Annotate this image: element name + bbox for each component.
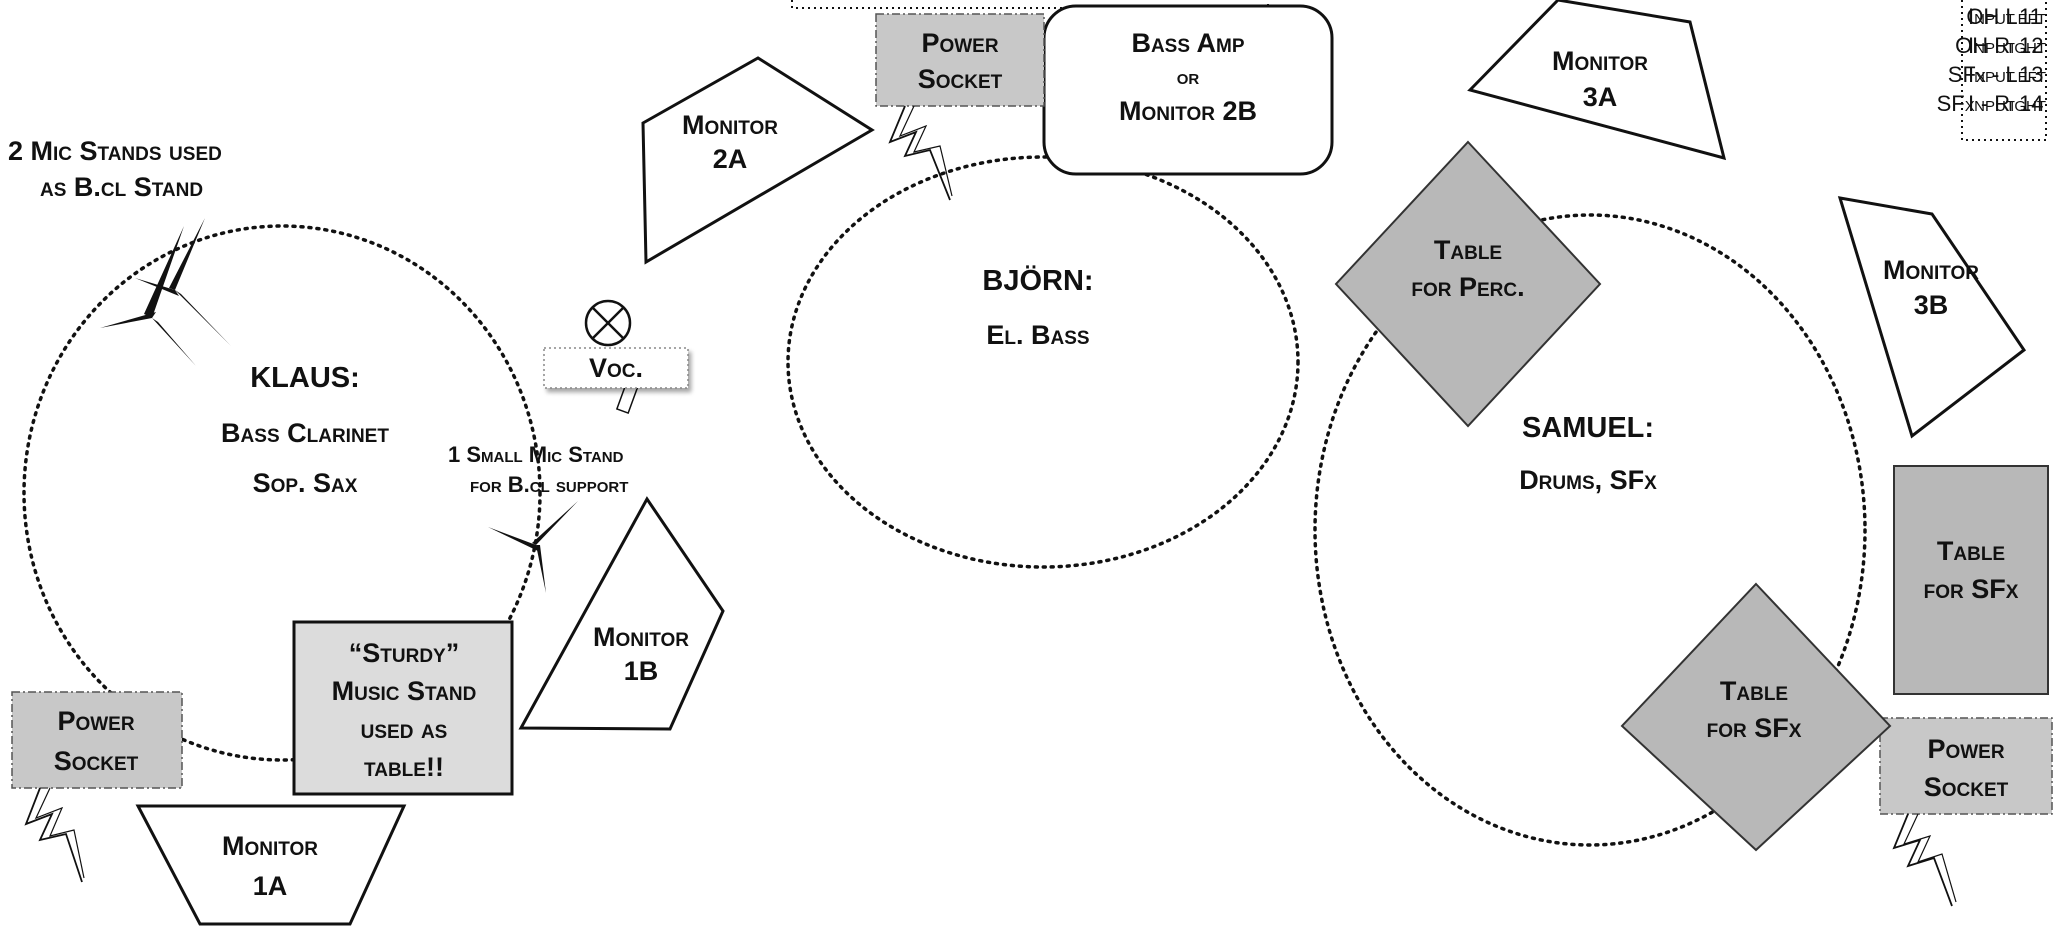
monitor-3b: Monitor 3B bbox=[1837, 196, 2027, 439]
input-row: Input 11 OH Left bbox=[1966, 4, 2046, 29]
table-sfx-label-2: for SFx bbox=[1707, 713, 1802, 743]
input-label: Input bbox=[1968, 4, 2015, 29]
power-socket-label-1: Power bbox=[921, 28, 998, 58]
music-stand-label-4: table!! bbox=[364, 752, 444, 782]
table-sfx-label-1: Table bbox=[1720, 676, 1788, 706]
monitor-3b-label-2: 3B bbox=[1914, 290, 1949, 320]
music-stand-label-3: used as bbox=[361, 714, 448, 744]
input-row: Input 13 SFx - Left bbox=[1948, 62, 2046, 87]
vocal-mic-label: Voc. bbox=[589, 353, 643, 383]
input-label: Input bbox=[1968, 33, 2015, 58]
music-stand-label-2: Music Stand bbox=[332, 676, 477, 706]
note-line: 1 Small Mic Stand bbox=[448, 442, 624, 467]
monitor-1b-label-2: 1B bbox=[624, 656, 659, 686]
power-socket-label-2: Socket bbox=[1924, 772, 2009, 802]
musician-name: BJÖRN: bbox=[982, 264, 1093, 297]
monitor-3a-label-2: 3A bbox=[1583, 82, 1618, 112]
monitor-1a-label-1: Monitor bbox=[222, 831, 318, 861]
table-perc-label-1: Table bbox=[1434, 235, 1502, 265]
input-number: 11 bbox=[2019, 4, 2042, 29]
input-list: Input 11 OH Left Input 12 OH Right Input… bbox=[1937, 0, 2047, 141]
musician-bjorn: BJÖRN: El. Bass bbox=[982, 264, 1093, 350]
mic-stand-icon bbox=[488, 501, 578, 593]
note-line: as B.cl Stand bbox=[40, 172, 203, 202]
input-row: Input 14 SFx - Right bbox=[1937, 91, 2046, 116]
monitor-2a: Monitor 2A bbox=[641, 56, 875, 265]
monitor-3b-label-1: Monitor bbox=[1883, 255, 1979, 285]
power-socket-right: Power Socket bbox=[1879, 717, 2053, 907]
input-label: Input bbox=[1968, 62, 2015, 87]
input-source: SFx - Right bbox=[1937, 91, 2046, 116]
monitor-2a-label-1: Monitor bbox=[682, 110, 778, 140]
power-socket-label-1: Power bbox=[1927, 734, 2004, 764]
bjorn-area bbox=[786, 155, 1300, 569]
note-mic-stands: 2 Mic Stands used as B.cl Stand bbox=[8, 136, 222, 202]
power-socket-label-2: Socket bbox=[54, 746, 139, 776]
power-socket-label-1: Power bbox=[57, 706, 134, 736]
mic-stand-icon bbox=[100, 226, 196, 366]
table-sfx-diamond: Table for SFx bbox=[1620, 582, 1892, 852]
monitor-1a-label-2: 1A bbox=[253, 871, 288, 901]
input-source: SFx - Left bbox=[1948, 62, 2046, 87]
note-line: 2 Mic Stands used bbox=[8, 136, 222, 166]
input-number: 13 bbox=[2019, 62, 2043, 87]
input-number: 12 bbox=[2019, 33, 2043, 58]
power-socket-top: Power Socket bbox=[875, 13, 1045, 201]
lightning-icon bbox=[24, 787, 83, 883]
bass-amp-label-1: Bass Amp bbox=[1131, 28, 1244, 58]
musician-instrument: Bass Clarinet bbox=[221, 418, 389, 448]
table-sfx-label-1: Table bbox=[1937, 536, 2005, 566]
music-stand: “Sturdy” Music Stand used as table!! bbox=[292, 620, 514, 796]
music-stand-label-1: “Sturdy” bbox=[349, 638, 459, 668]
input-row: Input 12 OH Right bbox=[1955, 33, 2046, 58]
monitor-3a: Monitor 3A bbox=[1467, 0, 1727, 161]
monitor-2a-label-2: 2A bbox=[713, 144, 748, 174]
monitor-3a-label-1: Monitor bbox=[1552, 46, 1648, 76]
musician-instrument: Sop. Sax bbox=[253, 468, 358, 498]
input-source: OH Left bbox=[1966, 4, 2046, 29]
klaus-area bbox=[22, 224, 542, 762]
bass-amp-label-2: or bbox=[1177, 64, 1200, 89]
note-small-mic-stand: 1 Small Mic Stand for B.cl support bbox=[448, 442, 628, 497]
monitor-1b: Monitor 1B bbox=[518, 496, 725, 731]
table-perc-label-2: for Perc. bbox=[1411, 272, 1524, 302]
table-sfx-label-2: for SFx bbox=[1924, 574, 2019, 604]
mic-stand-icon bbox=[135, 218, 231, 346]
musician-instrument: Drums, SFx bbox=[1519, 465, 1657, 495]
power-socket-left: Power Socket bbox=[11, 691, 183, 883]
bass-amp: Bass Amp or Monitor 2B bbox=[1042, 4, 1334, 176]
table-sfx-rect: Table for SFx bbox=[1893, 465, 2049, 695]
input-label: Input bbox=[1968, 91, 2015, 116]
note-line: for B.cl support bbox=[470, 472, 628, 497]
input-source: OH Right bbox=[1955, 33, 2046, 58]
musician-instrument: El. Bass bbox=[986, 320, 1089, 350]
power-socket-label-2: Socket bbox=[918, 64, 1003, 94]
top-box-edge bbox=[791, 0, 1269, 9]
lightning-icon bbox=[888, 105, 951, 201]
table-perc: Table for Perc. bbox=[1334, 140, 1602, 428]
monitor-1b-label-1: Monitor bbox=[593, 622, 689, 652]
musician-name: SAMUEL: bbox=[1522, 412, 1654, 444]
input-number: 14 bbox=[2019, 91, 2043, 116]
musician-samuel: SAMUEL: Drums, SFx bbox=[1519, 412, 1657, 495]
musician-name: KLAUS: bbox=[250, 362, 360, 394]
bass-amp-label-3: Monitor 2B bbox=[1119, 96, 1257, 126]
monitor-1a: Monitor 1A bbox=[135, 804, 407, 926]
lightning-icon bbox=[1892, 813, 1953, 907]
input-list-border bbox=[1961, 0, 2047, 141]
musician-klaus: KLAUS: Bass Clarinet Sop. Sax bbox=[221, 362, 389, 498]
vocal-mic: Voc. bbox=[543, 299, 689, 415]
samuel-area bbox=[1313, 213, 1867, 847]
